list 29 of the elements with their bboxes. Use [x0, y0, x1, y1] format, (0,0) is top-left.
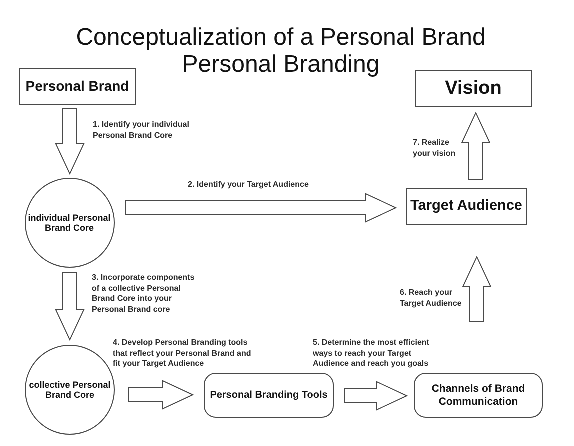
rounded-box [204, 373, 334, 418]
edge-label: 4. Develop Personal Branding tools that reflect your Personal Brand and fit your Target Audience [113, 338, 252, 370]
edge-label: 3. Incorporate components of a collective Personal Brand Core into your Personal Brand core [92, 273, 196, 315]
concept-box [19, 68, 136, 105]
node-label: collective Personal Brand Core [28, 380, 112, 400]
block-arrow [462, 256, 492, 322]
block-arrow [344, 381, 408, 411]
block-arrow [128, 380, 194, 410]
node-label: Personal Branding Tools [210, 390, 328, 402]
block-arrow [125, 193, 398, 223]
node-label: Vision [445, 78, 502, 100]
rounded-box [414, 373, 543, 418]
concept-circle [25, 345, 115, 435]
node-label: Personal Brand [26, 78, 130, 95]
concept-circle [24, 178, 114, 268]
block-arrow [55, 108, 85, 176]
node-label: Channels of Brand Communication [430, 383, 526, 408]
edge-label: 1. Identify your individual Personal Brand Core [93, 120, 190, 141]
node-label: individual Personal Brand Core [27, 212, 112, 234]
block-arrow [461, 112, 491, 180]
edge-label: 6. Reach your Target Audience [400, 288, 463, 309]
node-label: Target Audience [410, 198, 522, 215]
block-arrow [55, 272, 85, 342]
edge-label: 5. Determine the most efficient ways to reach your Target Audience and reach you goals [313, 338, 430, 370]
edge-label: 7. Realize your vision [413, 138, 457, 159]
edge-label: 2. Identify your Target Audience [188, 180, 309, 190]
concept-box [415, 70, 532, 107]
diagram-title: Conceptualization of a Personal Brand Personal Branding [75, 24, 487, 78]
concept-box [406, 188, 527, 225]
